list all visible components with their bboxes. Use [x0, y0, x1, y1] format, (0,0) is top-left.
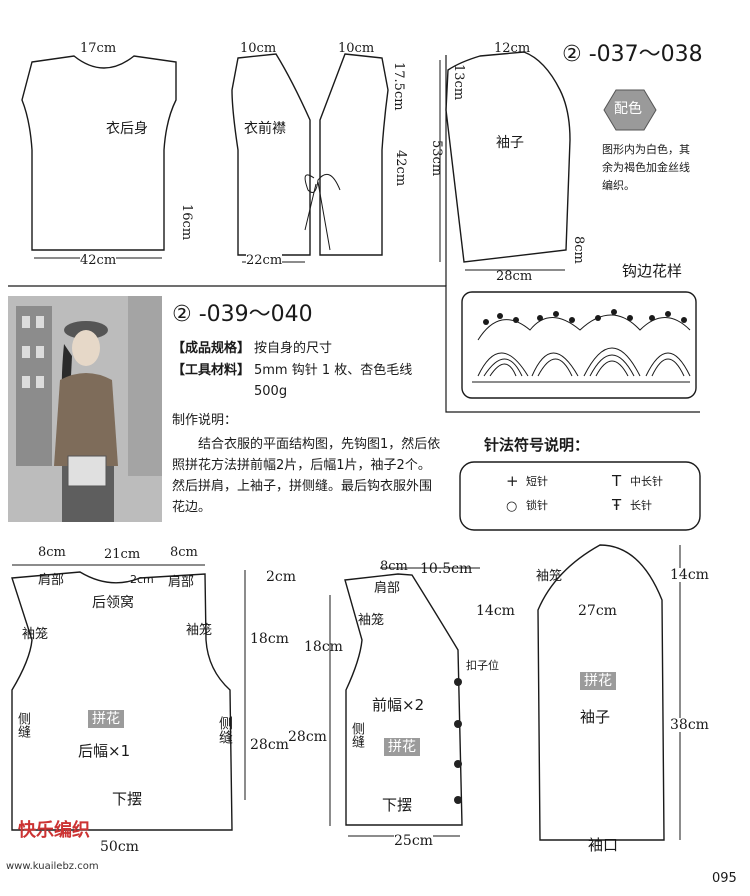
spec-value: 按自身的尺寸 — [254, 341, 333, 356]
color-note-line-1: 图形内为白色，其 — [602, 143, 690, 156]
instructions-title: 制作说明： — [172, 413, 238, 428]
sleeve-height-cap: 14cm — [670, 567, 709, 583]
color-badge-label: 配色 — [614, 101, 642, 117]
back-hem: 下摆 — [112, 790, 143, 808]
top-back-width-top: 17cm — [80, 41, 117, 56]
edge-pattern-title: 钩边花样 — [622, 262, 683, 280]
color-note-line-3: 编织。 — [602, 179, 635, 192]
legend-title: 针法符号说明： — [484, 436, 590, 454]
legend-label-hdc: 中长针 — [630, 475, 663, 488]
logo-url: www.kuailebz.com — [6, 861, 99, 872]
back-width-right: 8cm — [170, 545, 198, 560]
lace-pattern — [472, 314, 691, 383]
top-back-label: 衣后身 — [106, 121, 148, 137]
back-height-neck: 2cm — [266, 569, 297, 585]
legend-symbol-ch: ○ — [506, 499, 518, 514]
top-front-outline-right — [319, 53, 389, 256]
sleeve-height-body: 38cm — [670, 717, 709, 733]
back-width-left: 8cm — [38, 545, 66, 560]
sleeve-width-mid: 27cm — [578, 603, 617, 619]
instructions-text: 结合衣服的平面结构图，先钩图1，然后依照拼花方法拼前幅2片，后幅1片，袖子2个。… — [172, 437, 441, 515]
front-side: 侧缝 — [349, 722, 364, 748]
top-front-height-neck: 17.5cm — [391, 62, 406, 111]
front-height-neck: 14cm — [476, 603, 515, 619]
top-sleeve-height-cap: 13cm — [451, 64, 466, 101]
back-side-right: 侧缝 — [217, 716, 233, 744]
spec-label: 【成品规格】 — [172, 341, 251, 356]
tools-label: 【工具材料】 — [172, 363, 251, 378]
top-back-outline — [21, 55, 177, 251]
front-pattern-tag: 拼花 — [384, 738, 420, 756]
back-shoulder-right: 肩部 — [168, 575, 195, 590]
front-hem: 下摆 — [382, 796, 413, 814]
top-back-height-side: 16cm — [179, 204, 194, 241]
top-front-width-right: 10cm — [338, 41, 375, 56]
top-sleeve-width-top: 12cm — [494, 41, 531, 56]
front-height-arm: 18cm — [304, 639, 343, 655]
pattern-number-top: ② -037～038 — [562, 42, 703, 67]
front-shoulder: 肩部 — [374, 581, 401, 596]
front-width-neck: 10.5cm — [420, 561, 473, 577]
legend-label-dc: 长针 — [630, 499, 652, 512]
front-width-shoulder: 8cm — [380, 559, 408, 574]
top-front-outline — [231, 53, 311, 256]
top-front-width-left: 10cm — [240, 41, 277, 56]
bottom-front-outline — [344, 573, 463, 826]
back-height-arm: 18cm — [250, 631, 289, 647]
back-width-bottom: 50cm — [100, 839, 139, 855]
top-front-height-body: 42cm — [393, 150, 408, 187]
back-neck-label: 后领窝 — [92, 595, 134, 611]
logo-text: 快乐编织 — [18, 820, 90, 841]
legend-symbol-hdc: T — [612, 472, 622, 490]
front-armhole: 袖笼 — [358, 613, 385, 628]
legend-symbol-sc: + — [506, 472, 519, 490]
sleeve-cuff: 袖口 — [588, 836, 619, 854]
legend-label-ch: 锁针 — [526, 499, 548, 512]
front-button-label: 扣子位 — [466, 659, 499, 672]
back-width-mid: 21cm — [104, 547, 141, 562]
top-front-label: 衣前襟 — [244, 121, 286, 137]
back-height-body: 28cm — [250, 737, 289, 753]
back-neck-depth: 2cm — [130, 573, 154, 586]
legend-label-sc: 短针 — [526, 475, 548, 488]
top-sleeve-width-bottom: 28cm — [496, 269, 533, 284]
legend-symbol-dc: Ŧ — [612, 496, 622, 514]
back-armhole-left: 袖笼 — [22, 627, 49, 642]
bottom-sleeve-outline — [537, 544, 665, 841]
pattern-number-middle: ② -039～040 — [172, 302, 313, 327]
model-photo — [8, 296, 162, 522]
back-pattern-tag: 拼花 — [88, 710, 124, 728]
front-piece-name: 前幅×2 — [372, 696, 425, 714]
tools-value: 5mm 钩针 1 枚、杏色毛线 500g — [254, 363, 413, 399]
top-sleeve-outline — [445, 51, 571, 263]
color-badge-hex — [603, 89, 657, 131]
back-piece-name: 后幅×1 — [78, 742, 131, 760]
back-armhole-right: 袖笼 — [186, 623, 213, 638]
top-back-width-bottom: 42cm — [80, 253, 117, 268]
front-width-bottom: 25cm — [394, 833, 433, 849]
color-note-line-2: 余为褐色加金丝线 — [602, 161, 690, 174]
button-dots — [454, 678, 462, 804]
top-sleeve-height-total: 53cm — [429, 140, 444, 177]
sleeve-armhole: 袖笼 — [536, 569, 563, 584]
top-sleeve-height-cuff: 8cm — [571, 236, 586, 264]
top-sleeve-label: 袖子 — [496, 135, 524, 151]
sleeve-pattern-tag: 拼花 — [580, 672, 616, 690]
front-height-body: 28cm — [288, 729, 327, 745]
bottom-back-outline — [11, 571, 233, 831]
page-number: 095 — [712, 871, 737, 886]
sleeve-piece-name: 袖子 — [580, 708, 611, 726]
back-side-left: 侧缝 — [15, 712, 30, 738]
top-front-width-bottom: 22cm — [246, 253, 283, 268]
back-shoulder-left: 肩部 — [38, 573, 65, 588]
